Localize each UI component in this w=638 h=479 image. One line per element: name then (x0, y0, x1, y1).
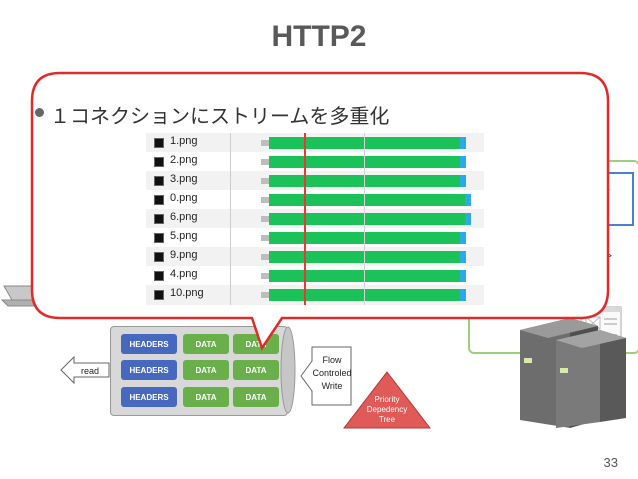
column-separator (230, 247, 231, 267)
wait-bar (261, 178, 269, 184)
flow-label: Write (322, 381, 343, 391)
column-separator (230, 171, 231, 191)
row-checkbox[interactable] (154, 157, 164, 167)
waterfall-row[interactable]: 1.png (146, 133, 484, 153)
wait-bar (261, 159, 269, 165)
priority-label: Priority (375, 395, 400, 404)
row-checkbox[interactable] (154, 214, 164, 224)
resource-name: 6.png (170, 211, 198, 223)
row-checkbox[interactable] (154, 252, 164, 262)
column-separator (230, 266, 231, 286)
headers-frame: HEADERS (121, 334, 177, 354)
data-frame: DATA (183, 387, 229, 407)
row-checkbox[interactable] (154, 176, 164, 186)
column-separator (230, 190, 231, 210)
bullet-dot (35, 108, 44, 117)
download-bar (460, 232, 466, 244)
headers-frame: HEADERS (121, 360, 177, 380)
wait-bar (261, 292, 269, 298)
receive-bar (269, 213, 465, 225)
data-frame: DATA (233, 334, 279, 354)
waterfall-row[interactable]: 2.png (146, 152, 484, 172)
code-snippet: l (604, 183, 611, 194)
row-checkbox[interactable] (154, 138, 164, 148)
waterfall-row[interactable]: 10.png (146, 285, 484, 305)
resource-name: 10.png (170, 287, 204, 299)
page-number: 33 (603, 455, 618, 470)
headers-frame: HEADERS (121, 387, 177, 407)
read-label: read (81, 366, 99, 376)
resource-name: 9.png (170, 249, 198, 261)
data-frame: DATA (233, 360, 279, 380)
waterfall-row[interactable]: 3.png (146, 171, 484, 191)
download-bar (465, 213, 471, 225)
read-arrow: read (60, 355, 110, 385)
column-separator (230, 152, 231, 172)
network-waterfall: 1.png 2.png 3.png 0.png 6.png 5.png 9.png 4.png… (146, 133, 484, 305)
download-bar (460, 251, 466, 263)
resource-name: 4.png (170, 268, 198, 280)
column-separator (230, 228, 231, 248)
download-bar (460, 175, 466, 187)
waterfall-row[interactable]: 5.png (146, 228, 484, 248)
priority-label: Depedency (367, 405, 407, 414)
priority-dependency-tree: Priority Depedency Tree (342, 371, 432, 429)
download-bar (460, 156, 466, 168)
resource-name: 1.png (170, 135, 198, 147)
stream-frames-box: HEADERS DATA DATA HEADERS DATA DATA HEAD… (110, 326, 288, 416)
pipe-end-cap (280, 326, 296, 414)
flow-label: Controled (312, 368, 351, 378)
data-frame: DATA (233, 387, 279, 407)
wait-bar (261, 216, 269, 222)
callout-text: １コネクションにストリームを多重化 (50, 106, 390, 128)
code-highlight-box (600, 172, 634, 226)
load-event-marker (304, 133, 306, 305)
column-separator (230, 209, 231, 229)
waterfall-row[interactable]: 4.png (146, 266, 484, 286)
wait-bar (261, 273, 269, 279)
wait-bar (261, 235, 269, 241)
waterfall-row[interactable]: 9.png (146, 247, 484, 267)
receive-bar (269, 194, 465, 206)
priority-label: Tree (379, 415, 396, 424)
wait-bar (261, 197, 269, 203)
column-separator (230, 133, 231, 153)
row-checkbox[interactable] (154, 271, 164, 281)
server-icon (520, 318, 626, 428)
data-frame: DATA (183, 360, 229, 380)
download-bar (460, 270, 466, 282)
resource-name: 3.png (170, 173, 198, 185)
row-checkbox[interactable] (154, 195, 164, 205)
code-snippet: le> (594, 252, 613, 263)
data-frame: DATA (183, 334, 229, 354)
resource-name: 5.png (170, 230, 198, 242)
wait-bar (261, 254, 269, 260)
resource-name: 2.png (170, 154, 198, 166)
flow-label: Flow (322, 355, 342, 365)
laptop-icon (0, 285, 60, 307)
row-checkbox[interactable] (154, 290, 164, 300)
column-separator (230, 285, 231, 305)
wait-bar (261, 140, 269, 146)
download-bar (465, 194, 471, 206)
flow-controlled-write-arrow: Flow Controled Write (300, 346, 352, 406)
waterfall-row[interactable]: 0.png (146, 190, 484, 210)
slide-title: HTTP2 (271, 20, 367, 53)
row-checkbox[interactable] (154, 233, 164, 243)
resource-name: 0.png (170, 192, 198, 204)
download-bar (460, 137, 466, 149)
waterfall-row[interactable]: 6.png (146, 209, 484, 229)
download-bar (460, 289, 466, 301)
waterfall-gridline (364, 133, 365, 305)
